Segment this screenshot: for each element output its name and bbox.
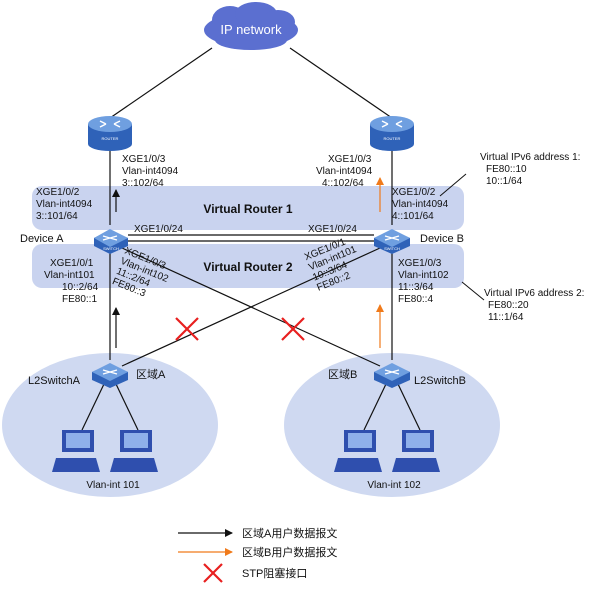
stp-blocked-x-icon-right bbox=[281, 317, 305, 341]
svg-text:Vlan-int4094: Vlan-int4094 bbox=[36, 199, 93, 210]
legend-b-traffic-label: 区域B用户数据报文 bbox=[242, 545, 337, 559]
vip1-callout-line bbox=[439, 173, 467, 197]
svg-text:Virtual IPv6 address 2:: Virtual IPv6 address 2: bbox=[484, 288, 584, 299]
pc-icon-b2 bbox=[392, 430, 440, 472]
stp-blocked-x-icon-left bbox=[175, 317, 199, 341]
svg-text:Virtual IPv6 address 1:: Virtual IPv6 address 1: bbox=[480, 152, 580, 163]
virtual-router-1-band bbox=[32, 186, 464, 230]
region-b-vlan-label: Vlan-int 102 bbox=[367, 480, 421, 491]
legend: 区域A用户数据报文 区域B用户数据报文 STP阻塞接口 bbox=[178, 526, 337, 583]
device-a-down1-if-label: XGE1/0/1 Vlan-int101 10::2/64 FE80::1 bbox=[44, 258, 99, 305]
device-b-down3-if-label: XGE1/0/3 Vlan-int102 11::3/64 FE80::4 bbox=[398, 258, 449, 305]
legend-stp-x-icon bbox=[203, 563, 223, 583]
link-cloud-router-right bbox=[289, 47, 393, 119]
svg-text:Vlan-int4094: Vlan-int4094 bbox=[316, 166, 373, 177]
region-a-label: 区域A bbox=[136, 368, 166, 381]
device-b-up-if-label: XGE1/0/3 Vlan-int4094 4::102/64 bbox=[316, 154, 373, 189]
svg-text:FE80::4: FE80::4 bbox=[398, 294, 433, 305]
router-right-label: ROUTER bbox=[384, 136, 401, 141]
svg-text:FE80::1: FE80::1 bbox=[62, 294, 97, 305]
pc-icon-b1 bbox=[334, 430, 382, 472]
vip2-callout-line bbox=[461, 281, 485, 301]
ip-network-label: IP network bbox=[220, 22, 282, 37]
svg-text:4::101/64: 4::101/64 bbox=[392, 211, 434, 222]
router-left-icon bbox=[88, 116, 132, 151]
virtual-router-2-band bbox=[32, 244, 464, 288]
virtual-router-2-label: Virtual Router 2 bbox=[203, 260, 292, 274]
svg-text:Vlan-int101: Vlan-int101 bbox=[44, 270, 95, 281]
l2switch-b-name: L2SwitchB bbox=[414, 375, 466, 387]
svg-text:Vlan-int4094: Vlan-int4094 bbox=[392, 199, 449, 210]
region-a-vlan-label: Vlan-int 101 bbox=[86, 480, 140, 491]
device-b-switch-label: SWITCH bbox=[384, 246, 400, 251]
svg-text:XGE1/0/1: XGE1/0/1 bbox=[50, 258, 94, 269]
legend-a-traffic-label: 区域A用户数据报文 bbox=[242, 526, 337, 540]
svg-text:Vlan-int102: Vlan-int102 bbox=[398, 270, 449, 281]
ip-network-cloud-icon bbox=[204, 2, 298, 50]
virtual-router-1-label: Virtual Router 1 bbox=[203, 202, 292, 216]
svg-text:11::3/64: 11::3/64 bbox=[398, 282, 434, 293]
device-a-switch-icon bbox=[94, 229, 128, 254]
svg-text:XGE1/0/2: XGE1/0/2 bbox=[36, 187, 80, 198]
device-b-right-if-label: XGE1/0/2 Vlan-int4094 4::101/64 bbox=[392, 187, 449, 222]
link-l2b-pc2 bbox=[397, 383, 421, 431]
svg-text:10::2/64: 10::2/64 bbox=[62, 282, 99, 293]
svg-text:3::101/64: 3::101/64 bbox=[36, 211, 78, 222]
link-l2b-pc1 bbox=[363, 383, 387, 431]
l2switch-a-icon bbox=[92, 363, 128, 388]
legend-stp-label: STP阻塞接口 bbox=[242, 566, 307, 580]
svg-text:FE80::20: FE80::20 bbox=[488, 300, 529, 311]
pc-icon-a2 bbox=[110, 430, 158, 472]
device-b-name: Device B bbox=[420, 233, 464, 245]
vip1-label: Virtual IPv6 address 1: FE80::10 10::1/6… bbox=[480, 152, 580, 187]
device-a-name: Device A bbox=[20, 233, 64, 245]
svg-text:XGE1/0/3: XGE1/0/3 bbox=[122, 154, 166, 165]
links bbox=[81, 47, 421, 431]
device-b-switch-icon bbox=[374, 229, 410, 254]
svg-text:XGE1/0/3: XGE1/0/3 bbox=[398, 258, 442, 269]
svg-text:10::1/64: 10::1/64 bbox=[486, 176, 523, 187]
link-l2a-pc2 bbox=[115, 383, 139, 431]
svg-text:FE80::10: FE80::10 bbox=[486, 164, 527, 175]
device-a-switch-label: SWITCH bbox=[103, 246, 119, 251]
svg-text:11::1/64: 11::1/64 bbox=[488, 312, 524, 323]
svg-text:Vlan-int4094: Vlan-int4094 bbox=[122, 166, 179, 177]
pc-icon-a1 bbox=[52, 430, 100, 472]
svg-text:XGE1/0/3: XGE1/0/3 bbox=[328, 154, 372, 165]
l2switch-b-icon bbox=[374, 363, 410, 388]
router-right-icon bbox=[370, 116, 414, 151]
region-b-label: 区域B bbox=[328, 368, 357, 381]
l2switch-a-name: L2SwitchA bbox=[28, 375, 81, 387]
vip2-label: Virtual IPv6 address 2: FE80::20 11::1/6… bbox=[484, 288, 584, 323]
device-a-up-if-label: XGE1/0/3 Vlan-int4094 3::102/64 bbox=[122, 154, 179, 189]
link-device-b-l2a bbox=[121, 247, 381, 367]
svg-text:3::102/64: 3::102/64 bbox=[122, 178, 164, 189]
device-a-link-if-label: XGE1/0/24 bbox=[134, 224, 183, 235]
device-a-left-if-label: XGE1/0/2 Vlan-int4094 3::101/64 bbox=[36, 187, 93, 222]
link-l2a-pc1 bbox=[81, 383, 105, 431]
svg-text:4::102/64: 4::102/64 bbox=[322, 178, 364, 189]
link-cloud-router-left bbox=[109, 47, 213, 119]
svg-text:XGE1/0/2: XGE1/0/2 bbox=[392, 187, 436, 198]
device-b-link-if-label: XGE1/0/24 bbox=[308, 224, 357, 235]
router-left-label: ROUTER bbox=[102, 136, 119, 141]
